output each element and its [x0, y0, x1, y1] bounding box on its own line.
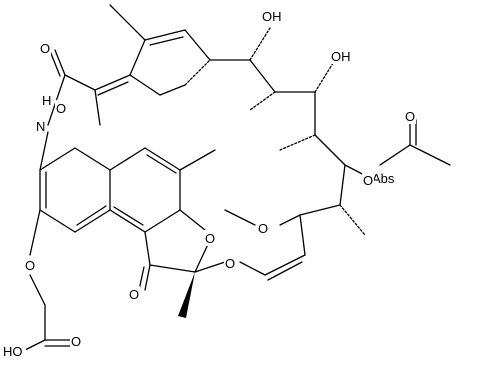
bond [144, 209, 181, 233]
bond [179, 209, 206, 231]
svg-text:OH: OH [262, 9, 282, 24]
bond [179, 149, 216, 171]
bond [279, 134, 316, 151]
atom-label-oh-top: OH [262, 8, 284, 24]
bond [109, 4, 146, 41]
bond [249, 27, 271, 61]
bond [314, 134, 346, 166]
bond [49, 50, 61, 77]
bond [97, 81, 129, 96]
bond [39, 131, 49, 171]
bond [109, 209, 146, 233]
svg-text:O: O [40, 41, 50, 56]
bond [146, 154, 177, 174]
bond-layer [24, 4, 451, 351]
svg-text:O: O [205, 231, 215, 246]
bond [279, 214, 301, 226]
bond [379, 144, 411, 166]
atom-label-methoxy-o: O [257, 220, 269, 236]
bond [339, 204, 366, 236]
bond [299, 204, 341, 216]
atom-label-ketone-o: O [128, 286, 140, 302]
bond [194, 261, 226, 273]
bond [64, 74, 96, 91]
bond [29, 209, 41, 256]
bond [249, 91, 276, 111]
svg-text:O: O [405, 109, 415, 124]
atom-label-oac-carbonyl-o: O [404, 108, 416, 124]
bond [129, 39, 146, 76]
atom-label-carbonyl-o: O [39, 40, 51, 56]
bond [184, 29, 211, 61]
bond [39, 209, 76, 233]
bond [129, 74, 161, 96]
svg-text:O: O [129, 287, 139, 302]
atom-label-acid-carbonyl-o: O [70, 333, 82, 349]
svg-text:N: N [36, 119, 45, 134]
svg-text:Abs: Abs [372, 171, 395, 186]
bond [144, 264, 151, 291]
bond [144, 29, 186, 41]
bond [74, 147, 111, 171]
atom-label-ketal-o: O [224, 255, 236, 271]
atom-label-furan-o: O [204, 230, 216, 246]
bond [314, 59, 336, 93]
atom-label-oac-ester-o: O [362, 172, 374, 188]
bond [109, 147, 146, 171]
wedge-bond [178, 272, 195, 318]
bond [239, 261, 266, 276]
svg-text:O: O [363, 173, 373, 188]
bond [144, 147, 181, 171]
svg-text:O: O [225, 256, 235, 271]
bond [144, 231, 151, 266]
atom-label-amide-h: H [41, 92, 51, 108]
bond [159, 84, 186, 96]
bond [149, 264, 196, 273]
bond [113, 206, 144, 226]
bond [264, 254, 306, 276]
svg-text:O: O [71, 334, 81, 349]
atom-label-naphthol-o: O [55, 100, 67, 116]
atom-label-abs: Abs [372, 170, 400, 186]
atom-label-oh-mid: OH [330, 48, 352, 64]
bond [74, 209, 111, 233]
svg-text:O: O [25, 258, 35, 273]
svg-text:O: O [56, 101, 66, 116]
bond [94, 89, 101, 126]
svg-text:O: O [258, 221, 268, 236]
bond [299, 214, 306, 256]
bond [149, 36, 184, 46]
bond [409, 144, 451, 166]
svg-text:HO: HO [3, 344, 23, 359]
bond [249, 59, 276, 93]
bond [54, 49, 66, 76]
svg-text:OH: OH [331, 49, 351, 64]
atom-label-layer: OH OH O H N O O Abs [2, 8, 416, 359]
bond [39, 147, 76, 171]
bond [29, 274, 46, 306]
svg-text:H: H [42, 93, 51, 108]
bond [267, 261, 303, 281]
bond [94, 74, 131, 91]
atom-label-amide-n: N [35, 118, 47, 134]
bond [76, 205, 107, 226]
atom-label-aryl-ether-o: O [24, 257, 36, 273]
atom-label-acid-ho: HO [2, 343, 26, 359]
bond [339, 164, 346, 206]
bond [24, 339, 46, 351]
bond [224, 209, 256, 226]
bond [184, 59, 211, 86]
